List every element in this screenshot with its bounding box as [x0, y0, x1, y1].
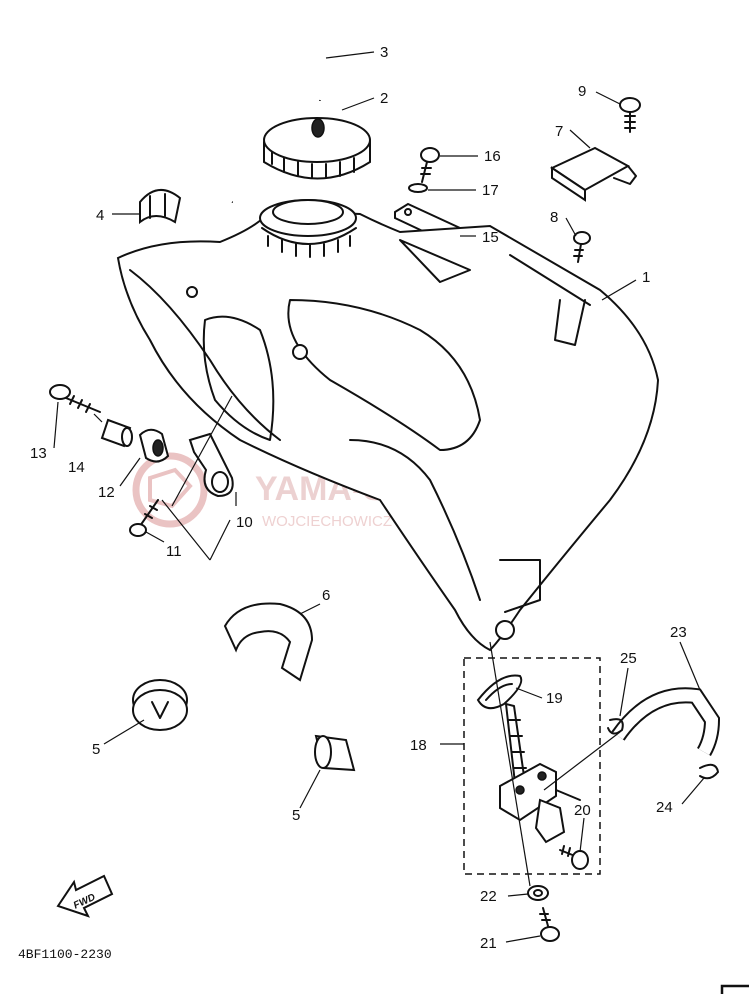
part-23-fuel-hose	[611, 687, 721, 756]
callout-14: 14	[68, 459, 85, 476]
callout-5-left: 5	[92, 741, 100, 758]
callout-16: 16	[484, 148, 501, 165]
callout-7: 7	[555, 123, 563, 140]
diagram-code: 4BF1100-2230	[18, 947, 112, 962]
part-14-collar	[100, 418, 133, 448]
part-4-clip	[139, 189, 182, 225]
callout-17: 17	[482, 182, 499, 199]
part-20-screw	[559, 845, 589, 870]
callout-9: 9	[578, 83, 586, 100]
callout-3: 3	[380, 44, 388, 61]
part-10-band	[188, 432, 234, 498]
watermark-logo-mark	[148, 467, 193, 509]
callout-22: 22	[480, 888, 497, 905]
part-9-bolt	[619, 97, 641, 133]
part-25-clip	[607, 718, 624, 735]
callout-19: 19	[546, 690, 563, 707]
callout-8: 8	[550, 209, 558, 226]
part-7-bracket	[549, 146, 637, 202]
callout-20: 20	[574, 802, 591, 819]
callout-4: 4	[96, 207, 104, 224]
part-21-bolt	[539, 907, 560, 942]
part-5-damper-left	[132, 679, 188, 731]
part-12-damper	[138, 428, 170, 463]
callout-10: 10	[236, 514, 253, 531]
leader-lines	[53, 51, 705, 943]
callout-24: 24	[656, 799, 673, 816]
watermark-logo-ring	[132, 452, 208, 528]
corner-mark	[720, 984, 749, 994]
part-3-breather-hose	[184, 32, 324, 205]
part-6-damper	[223, 602, 314, 682]
callout-numbers: 3 2 4 9 7 16 17 15 8 1 14 13 12 10 11 6 …	[30, 44, 687, 952]
part-19-gasket	[476, 674, 523, 710]
callout-18: 18	[410, 737, 427, 754]
callout-25: 25	[620, 650, 637, 667]
part-22-washer	[527, 885, 549, 901]
callout-2: 2	[380, 90, 388, 107]
part-2-fuel-cap	[263, 117, 371, 180]
part-18-fuel-cock-assembly	[463, 657, 601, 875]
part-1-fuel-tank	[116, 199, 660, 652]
callout-11: 11	[166, 543, 182, 560]
part-11-bolt	[129, 499, 159, 537]
part-16-bolt	[420, 147, 440, 183]
part-24-clip	[699, 763, 719, 780]
fwd-arrow-icon: FWD	[56, 874, 114, 918]
callout-21: 21	[480, 935, 497, 952]
part-13-bolt	[49, 384, 101, 413]
callout-23: 23	[670, 624, 687, 641]
callout-15: 15	[482, 229, 499, 246]
callout-5-right: 5	[292, 807, 300, 824]
callout-13: 13	[30, 445, 47, 462]
callout-1: 1	[642, 269, 650, 286]
callout-12: 12	[98, 484, 115, 501]
part-8-bolt	[573, 231, 591, 263]
part-17-washer	[408, 183, 428, 193]
part-5-damper-right	[314, 734, 356, 772]
callout-6: 6	[322, 587, 330, 604]
